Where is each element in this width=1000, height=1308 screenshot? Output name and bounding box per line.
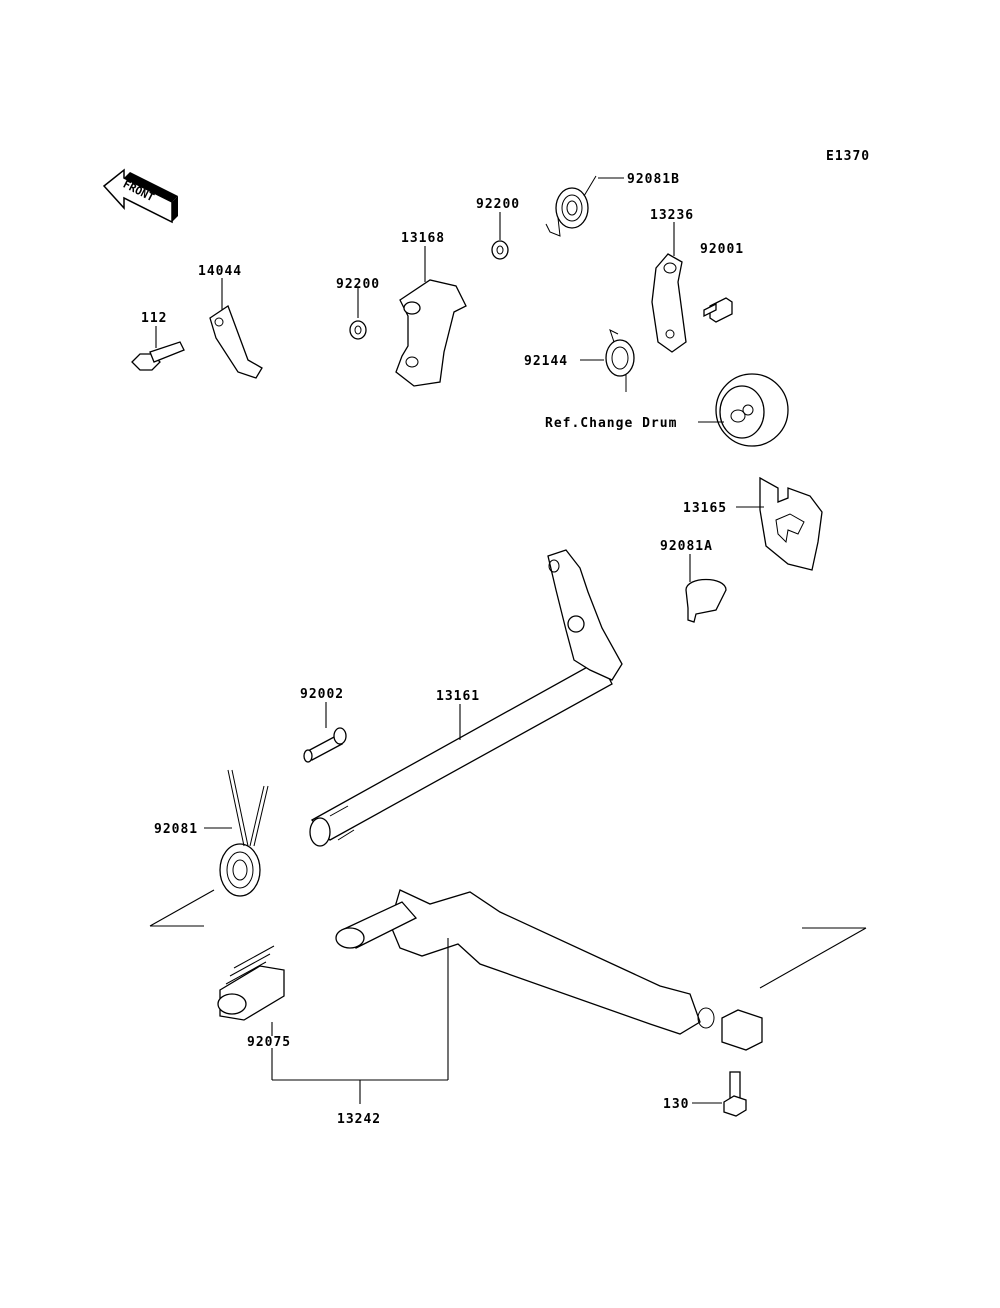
part-92001[interactable]: 92001 xyxy=(700,242,744,323)
label-92081: 92081 xyxy=(154,822,198,837)
part-92002[interactable]: 92002 xyxy=(300,687,347,763)
label-13168: 13168 xyxy=(401,231,445,246)
part-13242[interactable]: 13242 xyxy=(272,889,867,1127)
label-130: 130 xyxy=(663,1097,689,1112)
label-92144: 92144 xyxy=(524,354,568,369)
part-13168[interactable]: 13168 xyxy=(395,231,467,387)
label-92002: 92002 xyxy=(300,687,344,702)
part-112[interactable]: 112 xyxy=(131,311,185,371)
label-92081B: 92081B xyxy=(627,172,680,187)
label-92075: 92075 xyxy=(247,1035,291,1050)
label-13165: 13165 xyxy=(683,501,727,516)
part-14044[interactable]: 14044 xyxy=(198,264,263,379)
diagram-code: E1370 xyxy=(826,149,870,164)
part-92200-left[interactable]: 92200 xyxy=(336,277,380,340)
part-92144[interactable]: 92144 xyxy=(524,329,635,392)
label-13236: 13236 xyxy=(650,208,694,223)
part-13165[interactable]: 13165 xyxy=(683,476,823,571)
part-change-drum: Ref.Change Drum xyxy=(545,373,789,447)
label-92081A: 92081A xyxy=(660,539,713,554)
part-92200-upper[interactable]: 92200 xyxy=(476,197,520,260)
label-92200-upper: 92200 xyxy=(476,197,520,212)
label-ref-change-drum: Ref.Change Drum xyxy=(545,416,677,431)
label-13161: 13161 xyxy=(436,689,480,704)
part-92075[interactable]: 92075 xyxy=(217,945,291,1080)
front-arrow-icon: FRONT xyxy=(102,168,178,224)
part-92081[interactable]: 92081 xyxy=(149,769,269,927)
part-130[interactable]: 130 xyxy=(663,1071,747,1117)
label-92001: 92001 xyxy=(700,242,744,257)
part-92081B[interactable]: 92081B xyxy=(545,172,680,237)
part-13161[interactable]: 13161 xyxy=(309,549,623,847)
part-13236[interactable]: 13236 xyxy=(650,208,694,353)
label-112: 112 xyxy=(141,311,167,326)
label-92200-left: 92200 xyxy=(336,277,380,292)
label-14044: 14044 xyxy=(198,264,242,279)
label-13242: 13242 xyxy=(337,1112,381,1127)
part-92081A[interactable]: 92081A xyxy=(660,539,727,623)
